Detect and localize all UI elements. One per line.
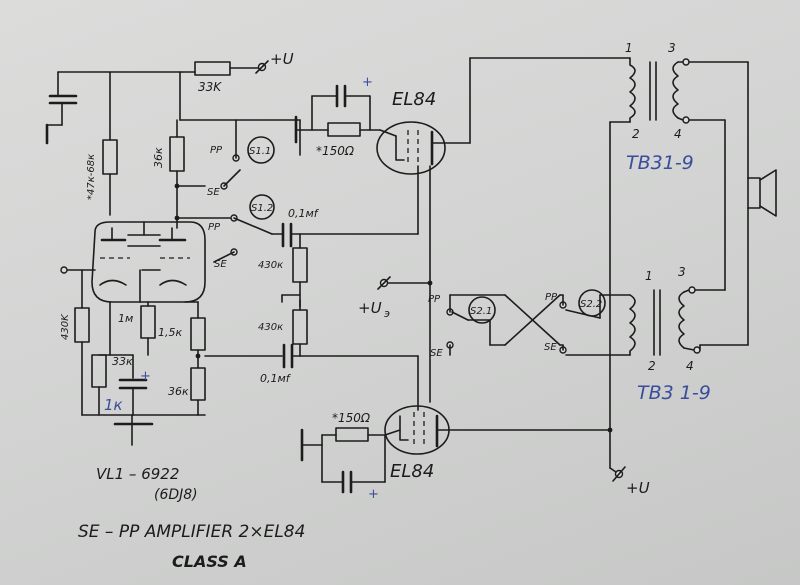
svg-text:3: 3 [668, 41, 676, 55]
resistor-47k-68k: *47к-68к [86, 71, 118, 216]
label-430k-a: 430к [258, 260, 283, 271]
label-s1-2: S1.2 [251, 203, 273, 214]
svg-text:SE: SE [544, 342, 557, 353]
label-1m: 1м [118, 312, 133, 325]
diagram-title: SE – PP AMPLIFIER 2×EL84 [78, 522, 305, 542]
label-1k: 1к [104, 396, 123, 414]
svg-text:SE: SE [214, 259, 227, 270]
svg-text:1: 1 [645, 269, 653, 283]
label-1-5k: 1,5к [158, 326, 182, 339]
svg-text:4: 4 [674, 127, 682, 141]
cathode-network: 33к 1к + [81, 301, 206, 446]
label-el84-top: EL84 [392, 89, 436, 110]
svg-text:4: 4 [686, 359, 694, 373]
screen-supply: +U э [358, 165, 433, 403]
resistor-1-5k: 1,5к [158, 301, 206, 359]
label-150-top: *150Ω [316, 144, 355, 158]
resistor-430k-b: 430к [258, 299, 308, 357]
label-150-bottom: *150Ω [332, 411, 371, 425]
svg-text:+: + [140, 369, 151, 384]
capacitor-0-1-top: 0,1мf [271, 207, 419, 248]
svg-text:+: + [368, 487, 379, 502]
label-plus-u-top: +U [270, 50, 294, 68]
label-s1-1: S1.1 [249, 146, 271, 157]
svg-text:2: 2 [648, 359, 656, 373]
switch-s1-2: PP SE S1.2 [174, 194, 275, 270]
label-36k-top: 36к [152, 147, 165, 168]
label-47k-68k: *47к-68к [86, 154, 97, 200]
supply-top: +U [255, 50, 294, 74]
label-plus-u-screen: +U [358, 299, 382, 317]
switch-s2-2: PP SE S2.2 [544, 289, 631, 356]
input-ground-section [45, 71, 183, 145]
label-33k-cathode: 33к [112, 355, 133, 368]
transformer-top: 1 2 3 4 TB31-9 [609, 41, 749, 469]
label-33k: 33K [198, 80, 222, 94]
capacitor-0-1-bottom: 0,1мf [204, 343, 419, 411]
label-tb31-9-bottom: TB3 1-9 [637, 382, 711, 404]
svg-text:1: 1 [625, 41, 633, 55]
label-plus-u-right: +U [626, 479, 650, 497]
svg-text:PP: PP [208, 222, 221, 233]
speaker-icon [699, 169, 777, 346]
supply-right: +U [607, 427, 650, 497]
cathode-rc-bottom: + *150Ω [300, 411, 401, 502]
driver-tube-vl1 [60, 221, 206, 303]
output-tube-bottom: EL84 [384, 405, 611, 482]
label-6dj8: (6DJ8) [154, 487, 198, 503]
label-430k-left: 430K [60, 313, 71, 340]
cathode-rc-top: + *150Ω [294, 75, 397, 158]
resistor-33k: 33K [181, 61, 259, 94]
switch-s1-1: PP SE S1.1 [174, 119, 275, 198]
output-tube-top: EL84 [376, 57, 631, 235]
svg-text:PP: PP [545, 292, 558, 303]
diagram-subtitle: CLASS A [172, 552, 247, 571]
label-vl1: VL1 – 6922 [96, 465, 179, 483]
resistor-36k-bottom: 36к [168, 355, 206, 416]
label-s2-1: S2.1 [470, 306, 492, 317]
resistor-1m: 1м [118, 301, 156, 356]
label-0-1-bottom: 0,1мf [260, 372, 292, 385]
transformer-bottom: 1 2 3 4 TB3 1-9 [629, 265, 726, 404]
switch-s2-1: PP SE S2.1 [428, 294, 506, 359]
label-tb31-9-top: TB31-9 [626, 152, 694, 174]
svg-text:э: э [384, 307, 390, 320]
label-s2-2: S2.2 [580, 299, 602, 310]
svg-text:2: 2 [632, 127, 640, 141]
label-el84-bottom: EL84 [390, 461, 434, 482]
label-430k-b: 430к [258, 322, 283, 333]
svg-text:SE: SE [430, 348, 443, 359]
svg-text:PP: PP [428, 294, 441, 305]
label-0-1-top: 0,1мf [288, 207, 320, 220]
resistor-430k-left: 430K [60, 269, 90, 416]
label-36k-bottom: 36к [168, 385, 189, 398]
svg-text:SE: SE [207, 187, 220, 198]
svg-text:+: + [362, 75, 373, 90]
svg-text:PP: PP [210, 145, 223, 156]
resistor-36k-top: 36к [152, 119, 185, 229]
svg-text:3: 3 [678, 265, 686, 279]
